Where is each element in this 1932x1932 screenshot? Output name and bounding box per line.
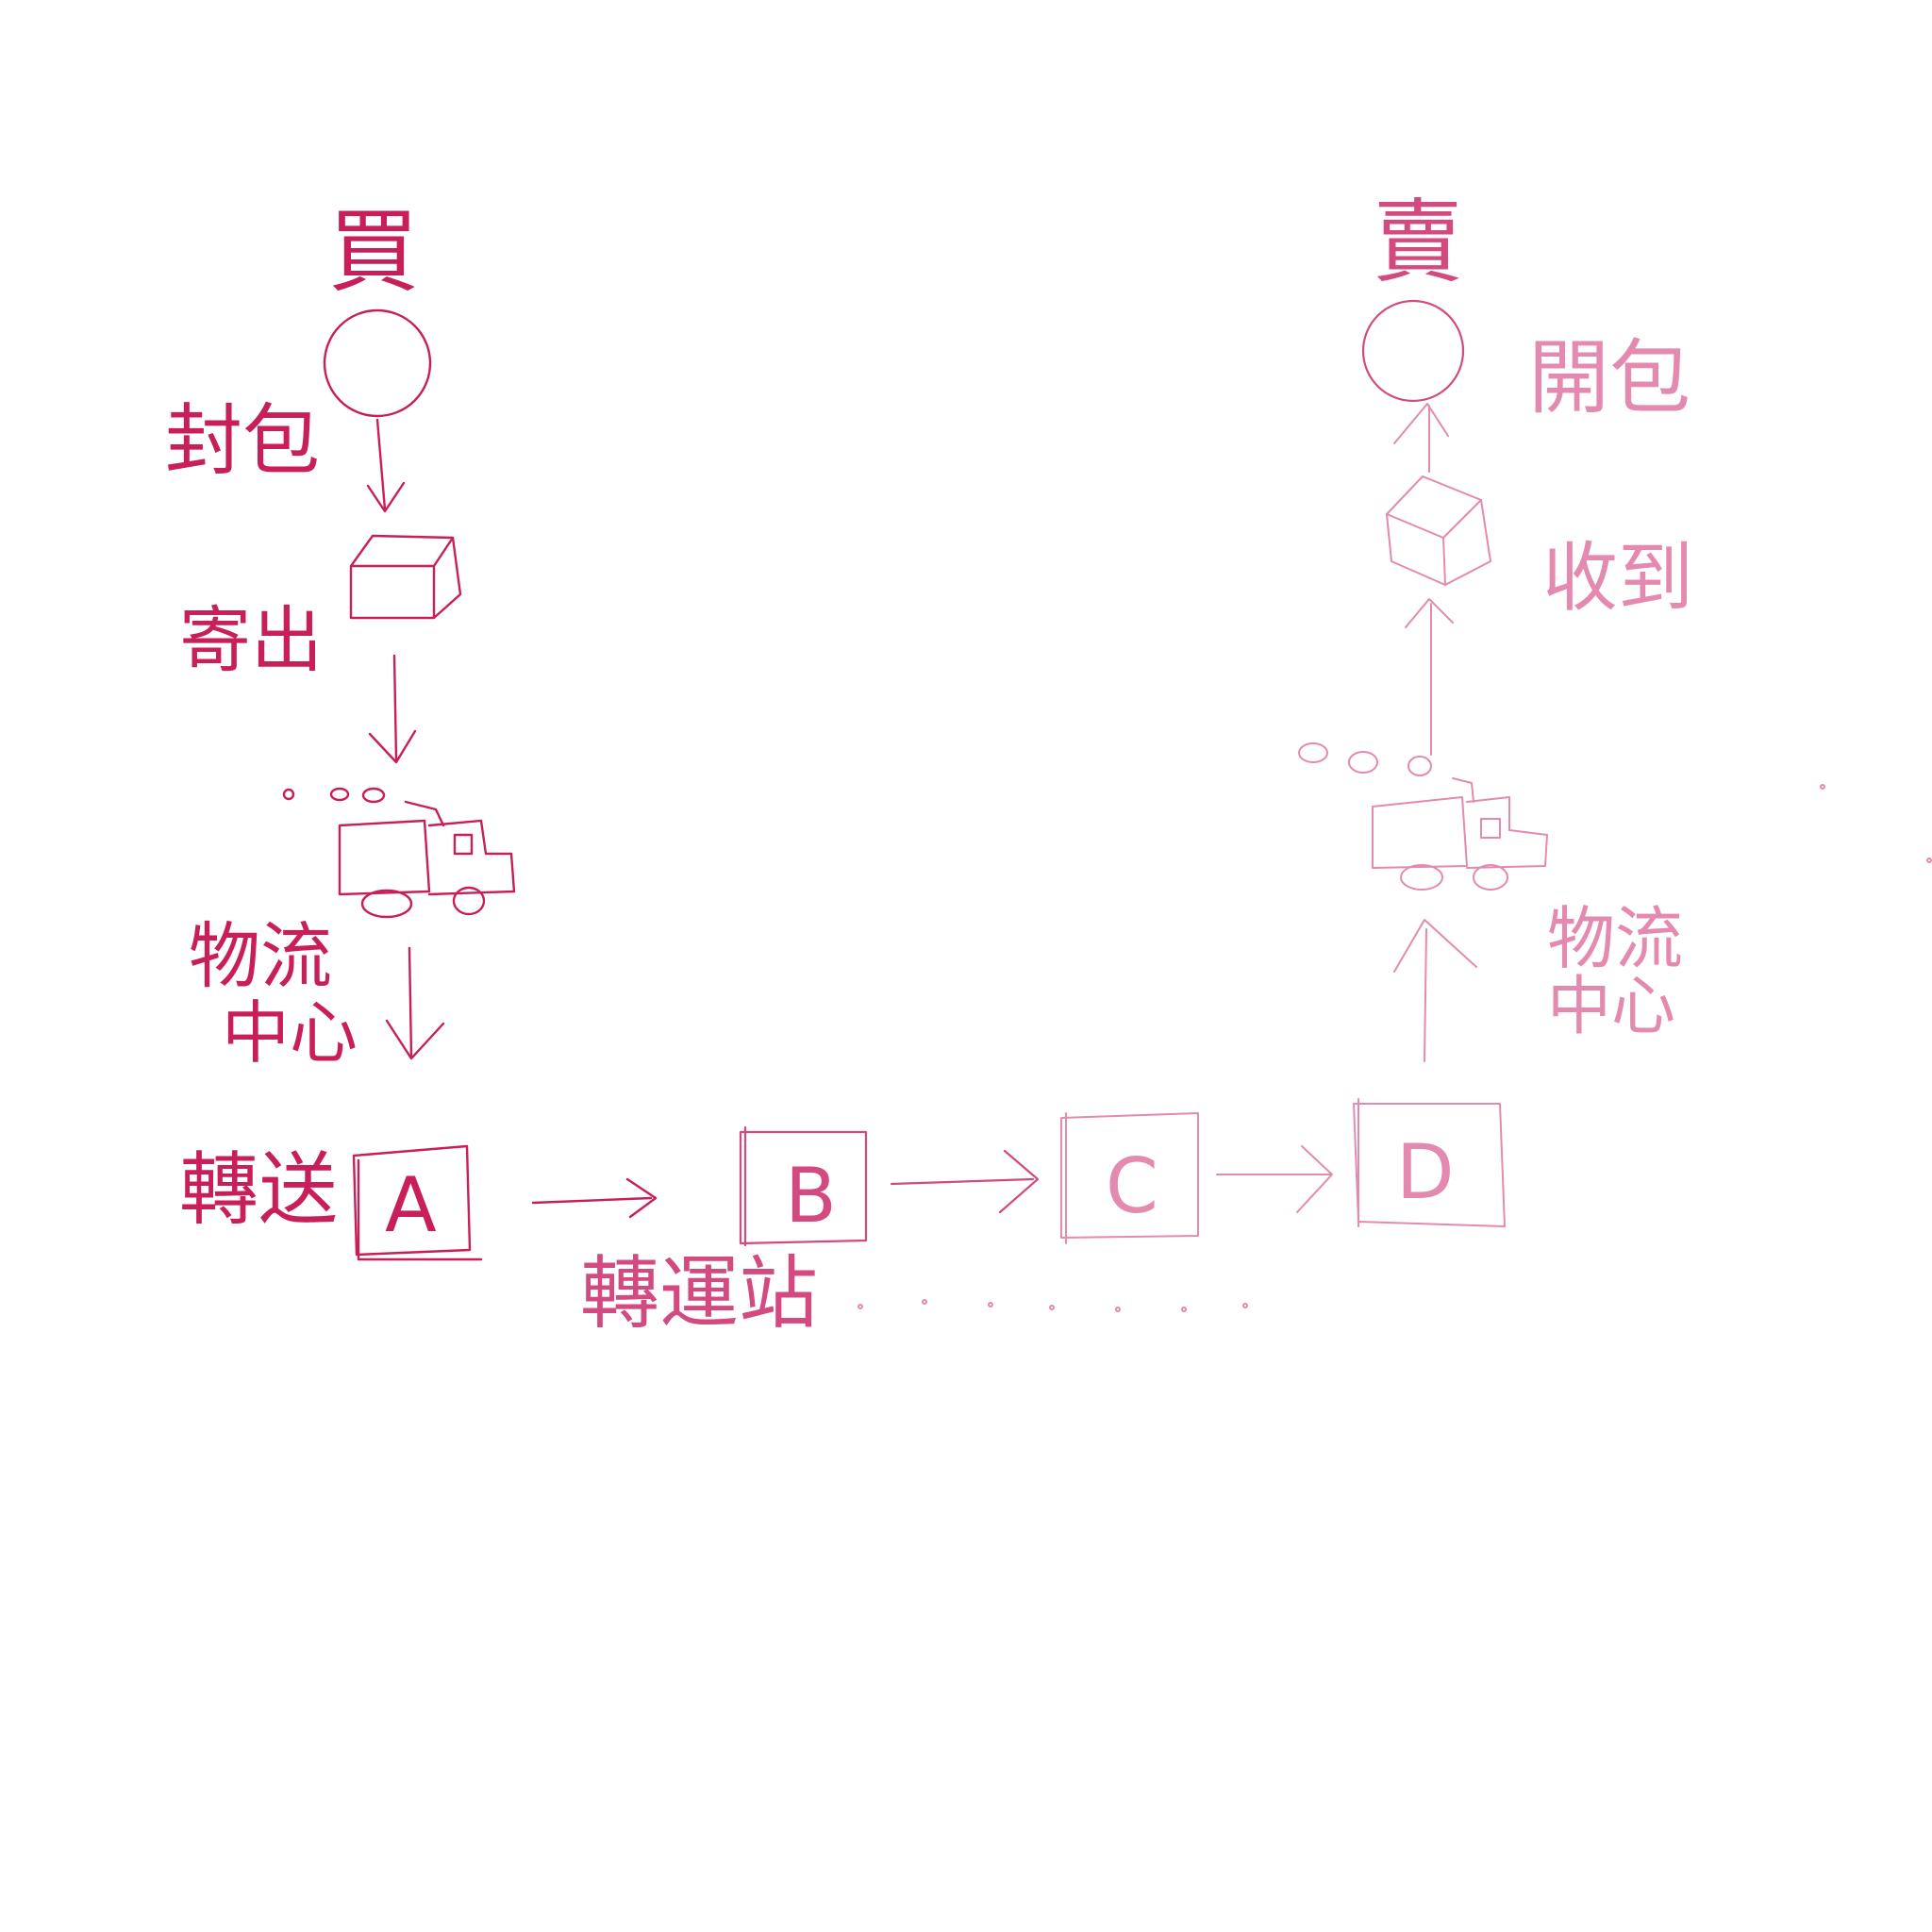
station-b: B — [739, 1125, 868, 1247]
station-caption: 轉運站 — [580, 1247, 818, 1340]
right-logistics-center-label-line1: 物流 — [1547, 899, 1683, 978]
pack-label: 封包 — [165, 396, 320, 486]
package-box-icon — [1386, 475, 1491, 586]
delivery-truck-icon — [282, 787, 516, 919]
arrow-right-icon — [1216, 1145, 1333, 1213]
station-a: A — [352, 1144, 483, 1261]
arrow-right-icon — [890, 1149, 1040, 1214]
arrow-down-icon — [368, 654, 417, 764]
arrow-down-icon — [385, 946, 445, 1060]
station-b-label: B — [785, 1152, 837, 1240]
package-box-icon — [349, 534, 462, 620]
stray-dot — [1820, 784, 1825, 790]
arrow-up-icon — [1393, 403, 1449, 473]
station-d: D — [1353, 1098, 1506, 1227]
arrow-up-icon — [1393, 919, 1477, 1062]
right-logistics-center-label-line2: 中心 — [1547, 970, 1675, 1044]
logistics-center-label-line2: 中心 — [222, 993, 358, 1073]
transfer-label: 轉送 — [179, 1143, 338, 1236]
buyer-circle — [323, 308, 432, 418]
logistics-center-label-line1: 物流 — [189, 914, 332, 998]
arrow-down-icon — [366, 418, 406, 513]
unpack-label: 開包 — [1528, 331, 1690, 425]
buyer-label: 買 — [328, 199, 419, 305]
stray-dot — [1926, 858, 1932, 863]
station-c-label: C — [1106, 1142, 1158, 1230]
dotted-continuation — [858, 1299, 1248, 1312]
arrow-up-icon — [1405, 598, 1454, 756]
seller-circle — [1361, 299, 1465, 403]
send-label: 寄出 — [179, 598, 323, 682]
station-c: C — [1060, 1112, 1199, 1244]
seller-label: 賣 — [1373, 190, 1463, 295]
arrow-right-icon — [531, 1177, 658, 1219]
station-a-label: A — [385, 1161, 437, 1249]
delivery-truck-icon — [1298, 742, 1548, 891]
receive-label: 收到 — [1542, 534, 1693, 622]
station-d-label: D — [1396, 1128, 1455, 1216]
